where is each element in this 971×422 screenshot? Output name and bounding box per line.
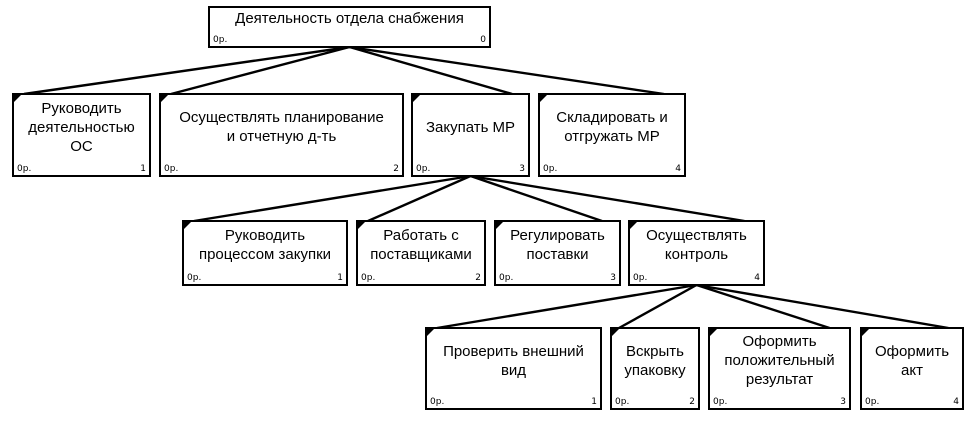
corner-marker-icon: [861, 328, 870, 337]
node-label: Деятельность отдела снабжения: [235, 10, 464, 27]
node-number: 0: [480, 35, 486, 45]
node-label: Складировать и отгружать МР: [556, 109, 668, 145]
node-cost: 0р.: [164, 164, 179, 174]
node-number: 3: [519, 164, 525, 174]
node-b1[interactable]: Руководить процессом закупки 0р. 1: [182, 220, 348, 286]
node-number: 2: [689, 397, 695, 407]
connector-a3-b2: [367, 174, 471, 223]
node-cost: 0р.: [361, 273, 376, 283]
node-number: 1: [591, 397, 597, 407]
node-number: 3: [840, 397, 846, 407]
node-cost: 0р.: [430, 397, 445, 407]
node-label: Проверить внешний вид: [443, 342, 584, 379]
corner-marker-icon: [160, 94, 169, 103]
node-label: Оформить акт: [874, 342, 950, 379]
connector-b4-c3: [696, 283, 830, 330]
corner-marker-icon: [709, 328, 718, 337]
node-c4[interactable]: Оформить акт 0р. 4: [860, 327, 964, 410]
node-a3[interactable]: Закупать МР 0р. 3: [411, 93, 530, 177]
node-c1[interactable]: Проверить внешний вид 0р. 1: [425, 327, 602, 410]
node-cost: 0р.: [615, 397, 630, 407]
node-label: Руководить процессом закупки: [198, 227, 332, 263]
corner-marker-icon: [13, 94, 22, 103]
connector-root-a4: [349, 45, 665, 96]
node-b3[interactable]: Регулировать поставки 0р. 3: [494, 220, 621, 286]
connector-a3-b1: [193, 174, 471, 223]
node-b2[interactable]: Работать с поставщиками 0р. 2: [356, 220, 486, 286]
node-root[interactable]: Деятельность отдела снабжения 0р. 0: [208, 6, 491, 48]
node-cost: 0р.: [213, 35, 228, 45]
node-number: 1: [140, 164, 146, 174]
node-label: Руководить деятельностью ОС: [28, 99, 135, 155]
node-number: 4: [754, 273, 760, 283]
corner-marker-icon: [629, 221, 638, 230]
node-number: 2: [393, 164, 399, 174]
node-number: 1: [337, 273, 343, 283]
corner-marker-icon: [539, 94, 548, 103]
connector-a3-b3: [470, 174, 603, 223]
corner-marker-icon: [426, 328, 435, 337]
connector-a3-b4: [470, 174, 745, 223]
node-label: Работать с поставщиками: [370, 227, 472, 263]
node-number: 4: [675, 164, 681, 174]
node-c3[interactable]: Оформить положительный результат 0р. 3: [708, 327, 851, 410]
corner-marker-icon: [357, 221, 366, 230]
node-a2[interactable]: Осуществлять планирование и отчетную д-т…: [159, 93, 404, 177]
node-cost: 0р.: [713, 397, 728, 407]
node-number: 2: [475, 273, 481, 283]
node-cost: 0р.: [633, 273, 648, 283]
node-c2[interactable]: Вскрыть упаковку 0р. 2: [610, 327, 700, 410]
node-cost: 0р.: [17, 164, 32, 174]
node-cost: 0р.: [416, 164, 431, 174]
node-cost: 0р.: [543, 164, 558, 174]
corner-marker-icon: [412, 94, 421, 103]
node-label: Осуществлять планирование и отчетную д-т…: [179, 109, 384, 145]
connector-root-a1: [23, 45, 350, 96]
node-b4[interactable]: Осуществлять контроль 0р. 4: [628, 220, 765, 286]
node-label: Оформить положительный результат: [724, 333, 835, 388]
node-cost: 0р.: [499, 273, 514, 283]
node-a1[interactable]: Руководить деятельностью ОС 0р. 1: [12, 93, 151, 177]
node-a4[interactable]: Складировать и отгружать МР 0р. 4: [538, 93, 686, 177]
node-number: 3: [610, 273, 616, 283]
node-label: Закупать МР: [425, 118, 516, 136]
corner-marker-icon: [611, 328, 620, 337]
corner-marker-icon: [183, 221, 192, 230]
node-cost: 0р.: [865, 397, 880, 407]
node-number: 4: [953, 397, 959, 407]
node-label: Осуществлять контроль: [646, 227, 747, 263]
node-label: Регулировать поставки: [510, 227, 605, 263]
connector-b4-c1: [436, 283, 697, 330]
connector-root-a3: [349, 45, 513, 96]
node-cost: 0р.: [187, 273, 202, 283]
connector-root-a2: [170, 45, 350, 96]
connector-b4-c2: [618, 283, 698, 330]
connector-b4-c4: [696, 283, 949, 330]
corner-marker-icon: [495, 221, 504, 230]
node-label: Вскрыть упаковку: [624, 342, 686, 379]
